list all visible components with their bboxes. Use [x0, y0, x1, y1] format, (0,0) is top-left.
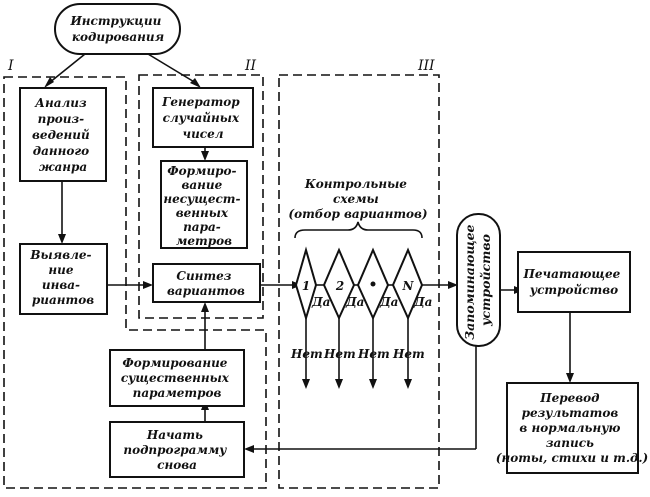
invariants-box [19, 243, 108, 315]
nonessential-params-box [160, 160, 248, 249]
yes-label-n: Да [413, 295, 432, 309]
synthesis-box [152, 263, 261, 303]
restart-subprogram-box [109, 421, 245, 478]
section-iii-frame [278, 74, 440, 489]
translation-box [506, 382, 639, 474]
arrowheads [44, 77, 574, 453]
no-label-n: Нет [392, 347, 425, 361]
coding-instructions-node [54, 3, 181, 55]
essential-params-box [109, 349, 245, 407]
memory-device-node [456, 213, 501, 347]
rng-box [152, 87, 254, 148]
no-label-1: Нет [290, 347, 323, 361]
printer-box [517, 251, 631, 313]
printer-label: Печатающее устройство [523, 267, 625, 297]
diamond-label-2: 2 [335, 279, 344, 293]
rng-label: Генератор случайных чисел [161, 95, 244, 141]
synthesis-label: Синтез вариантов [167, 269, 245, 298]
section-label-iii: III [417, 58, 435, 74]
diamond-label-n: N [402, 279, 415, 293]
no-label-2: Нет [323, 347, 356, 361]
control-diamond-1 [294, 246, 318, 322]
analysis-label: Анализ произ- ведений данного жанра [32, 96, 94, 174]
invariants-label: Выявле- ние инва- риантов [29, 248, 95, 307]
translation-label: Перевод результатов в нормальную запись … [496, 391, 648, 465]
section-ii-frame [138, 74, 264, 319]
essential-params-label: Формирование существенных параметров [121, 356, 233, 400]
yes-label-1: Да [311, 295, 330, 309]
control-schemes-bracket [294, 221, 423, 239]
control-diamond-n [391, 247, 424, 321]
control-diamond-3-dot [370, 281, 376, 287]
connectors [48, 53, 571, 450]
section-label-i: I [7, 58, 14, 74]
analysis-box [19, 87, 107, 182]
yes-label-3: Да [379, 295, 398, 309]
control-schemes-label: Контрольные схемы (отбор вариантов) [288, 177, 427, 221]
control-diamond-2 [322, 247, 356, 321]
no-label-3: Нет [357, 347, 390, 361]
restart-subprogram-label: Начать подпрограмму снова [123, 428, 230, 472]
section-label-ii: II [244, 58, 257, 74]
nonessential-params-label: Формиро- вание несущест- венных пара- ме… [163, 164, 244, 248]
yes-label-2: Да [345, 295, 364, 309]
diamond-label-1: 1 [302, 279, 310, 293]
coding-instructions-label: Инструкции кодирования [69, 14, 165, 44]
memory-device-label: Запоминающее устройство [462, 220, 493, 340]
